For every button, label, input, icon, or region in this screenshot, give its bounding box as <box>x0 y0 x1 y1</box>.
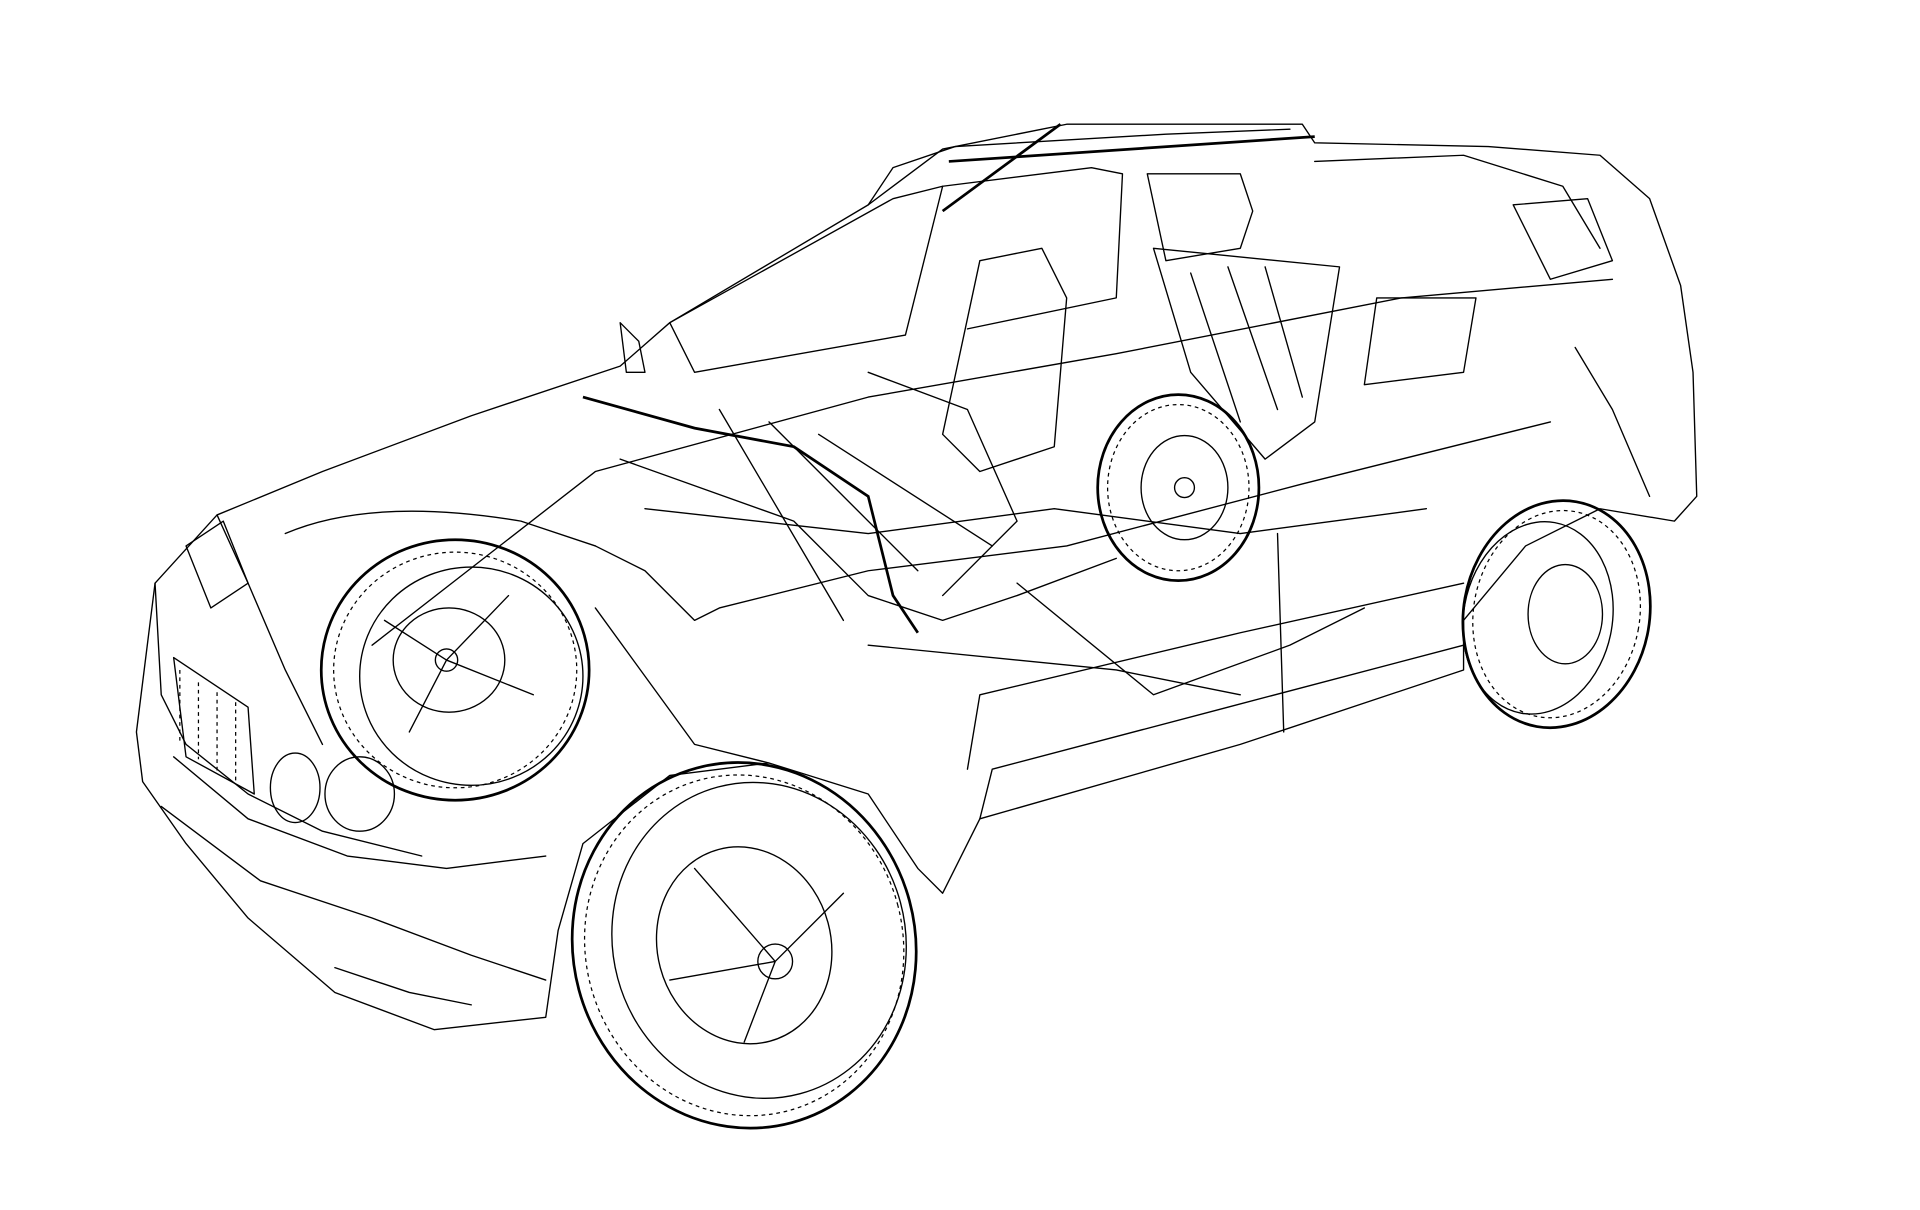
seats <box>867 247 1477 597</box>
front-grille-and-lights <box>172 520 396 832</box>
rear-left-wheel <box>1461 499 1652 730</box>
roof-and-windows <box>619 123 1614 373</box>
front-left-wheel <box>570 761 918 1130</box>
front-right-wheel <box>319 538 591 802</box>
car-body <box>135 123 1698 1031</box>
interior-frame <box>582 395 1428 696</box>
spare-wheel <box>1096 393 1261 583</box>
